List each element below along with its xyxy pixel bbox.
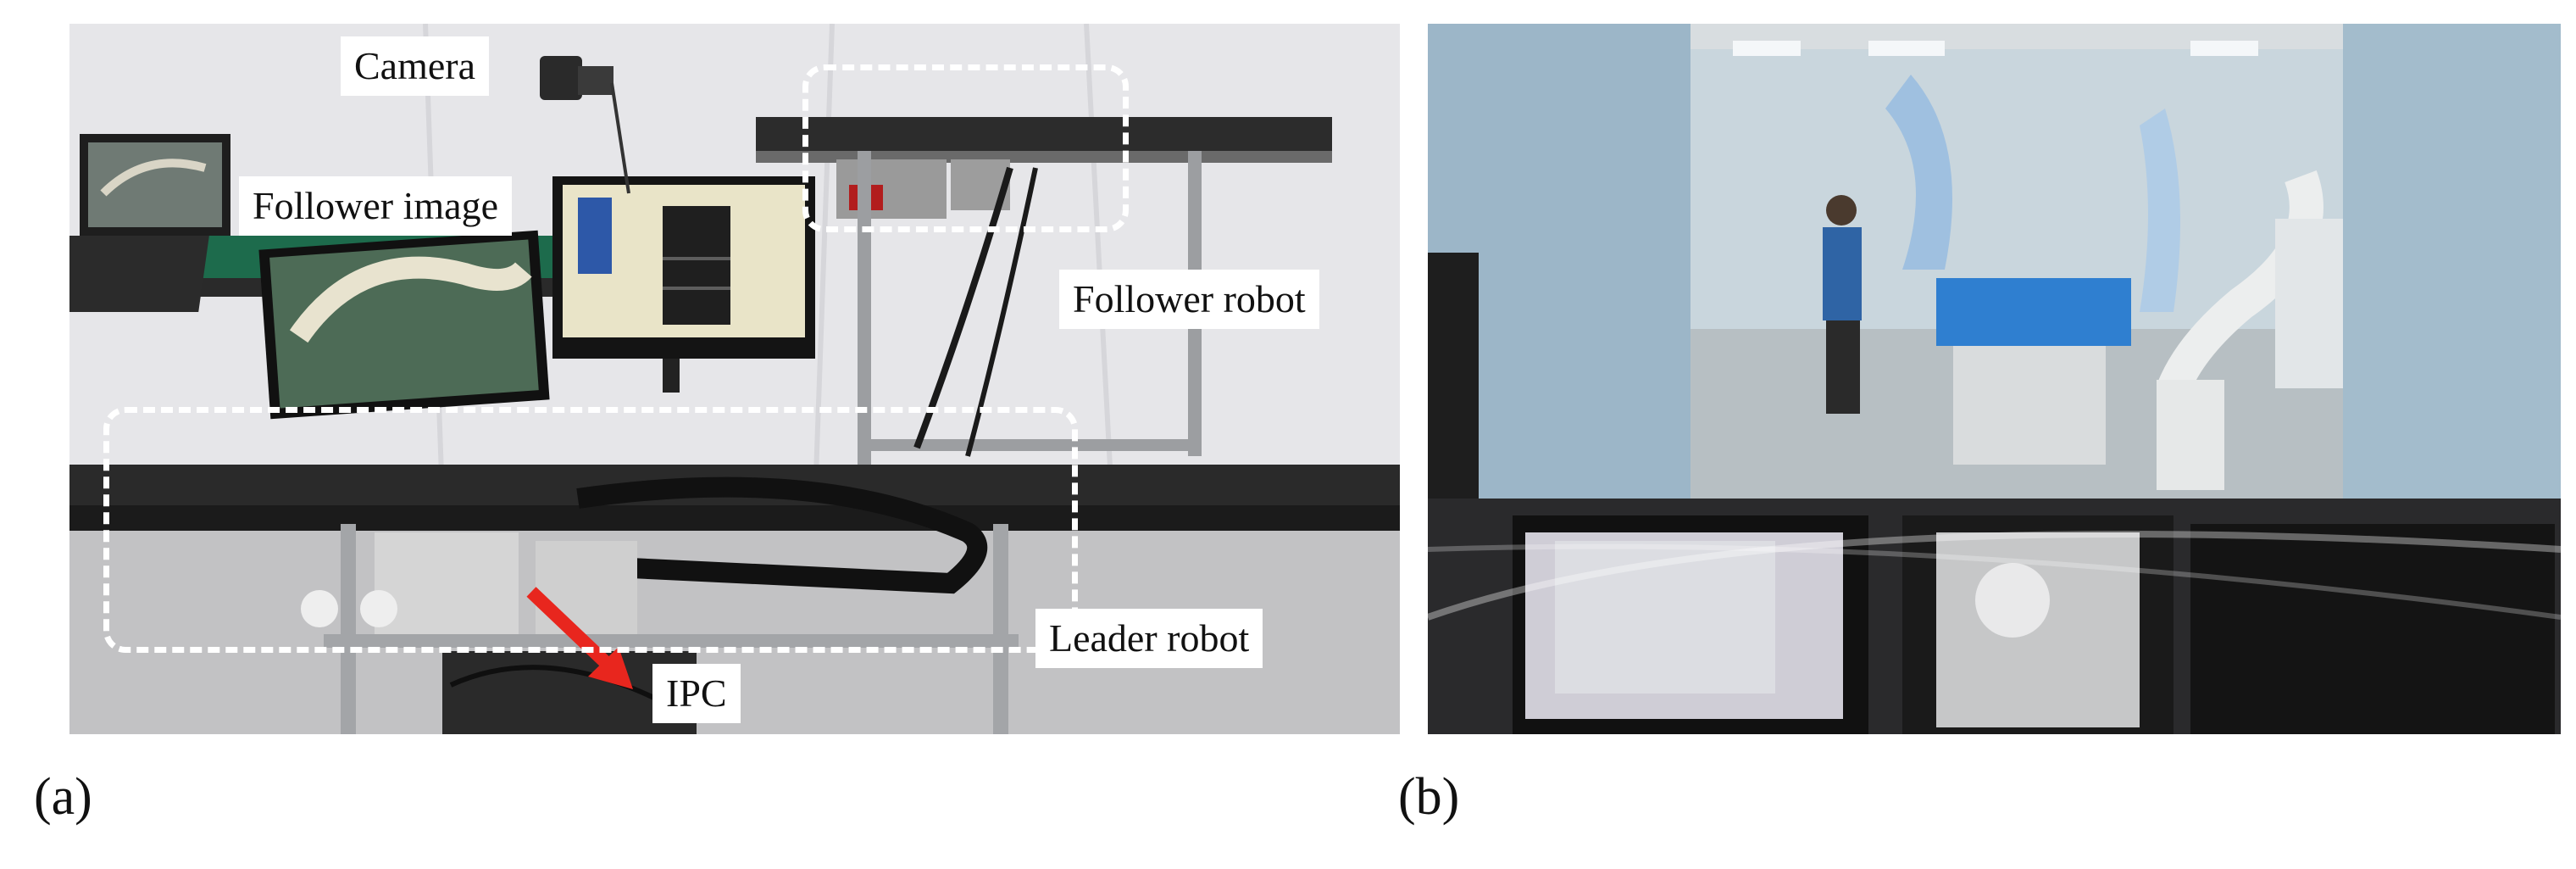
caption-panel-b: (b) xyxy=(1398,768,1460,826)
follower-robot-outline xyxy=(802,64,1129,232)
label-camera: Camera xyxy=(341,36,490,96)
photo-lab-setup: Camera Follower image Follower robot Lea… xyxy=(69,24,1400,734)
label-follower-robot: Follower robot xyxy=(1059,270,1319,329)
lab-scene-illustration xyxy=(69,24,1400,734)
label-follower-image: Follower image xyxy=(239,176,512,236)
operating-room-illustration xyxy=(1428,24,2561,734)
leader-robot-outline xyxy=(103,407,1078,653)
label-leader-robot: Leader robot xyxy=(1035,609,1263,668)
photo-operating-room xyxy=(1428,24,2561,734)
caption-panel-a: (a) xyxy=(34,768,92,826)
label-ipc: IPC xyxy=(652,664,741,723)
